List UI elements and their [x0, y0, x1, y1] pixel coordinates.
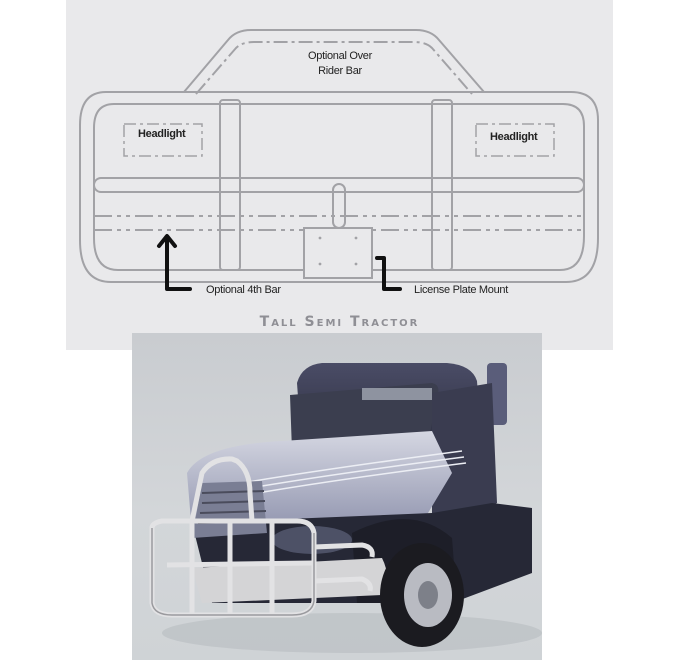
truck-photo [132, 333, 542, 660]
over-rider-bar-label-line2: Rider Bar [318, 65, 362, 77]
semi-truck-illustration [149, 363, 542, 653]
license-plate-mount-label: License Plate Mount [414, 284, 508, 296]
headlight-left-label: Headlight [138, 128, 186, 140]
diagram-title: Tall Semi Tractor [259, 314, 420, 330]
grille-guard [149, 456, 375, 618]
over-rider-bar-label-line1: Optional Over [308, 50, 372, 62]
arrow-icon [157, 234, 402, 291]
guard-outline-drawing [79, 29, 599, 291]
headlight-right-label: Headlight [490, 131, 538, 143]
optional-fourth-bar-label: Optional 4th Bar [206, 284, 281, 296]
grille-guard-diagram: Optional Over Rider Bar Headlight Headli… [66, 0, 613, 350]
over-rider-bar-label: Optional Over Rider Bar [290, 49, 390, 79]
